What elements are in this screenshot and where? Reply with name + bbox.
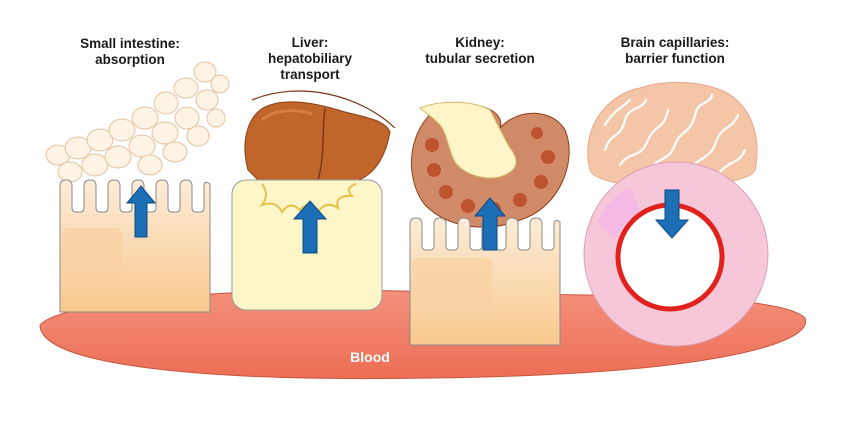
label-line: Small intestine: (80, 36, 180, 51)
label-kidney: Kidney: tubular secretion (395, 35, 565, 67)
tubule-nucleus (412, 258, 492, 318)
liver-highlight (260, 109, 313, 122)
blood-label: Blood (350, 349, 390, 365)
intestine-villus-cells (45, 61, 230, 183)
renal-pelvis (419, 101, 517, 179)
label-brain-capillaries: Brain capillaries: barrier function (590, 35, 760, 67)
label-small-intestine: Small intestine: absorption (60, 36, 200, 68)
hepatic-line (251, 90, 396, 129)
label-line: Brain capillaries: (620, 35, 730, 50)
up-arrow-icon (473, 197, 507, 251)
label-line: Liver: (291, 35, 329, 50)
label-line: hepatobiliary (267, 51, 353, 66)
brain-gyri (603, 93, 747, 174)
label-line: transport (280, 67, 340, 82)
up-arrow-icon (125, 185, 157, 238)
label-line: barrier function (625, 51, 725, 66)
pericyte (598, 188, 640, 240)
label-line: absorption (95, 52, 165, 67)
label-line: tubular secretion (425, 51, 535, 66)
down-arrow-icon (654, 189, 690, 239)
label-liver: Liver: hepatobiliary transport (245, 35, 375, 83)
enterocyte (59, 179, 211, 313)
enterocyte-nucleus (62, 228, 122, 278)
liver-organ (244, 101, 391, 183)
liver-lobe-divide (317, 107, 326, 181)
up-arrow-icon (292, 200, 328, 254)
label-line: Kidney: (455, 35, 505, 50)
